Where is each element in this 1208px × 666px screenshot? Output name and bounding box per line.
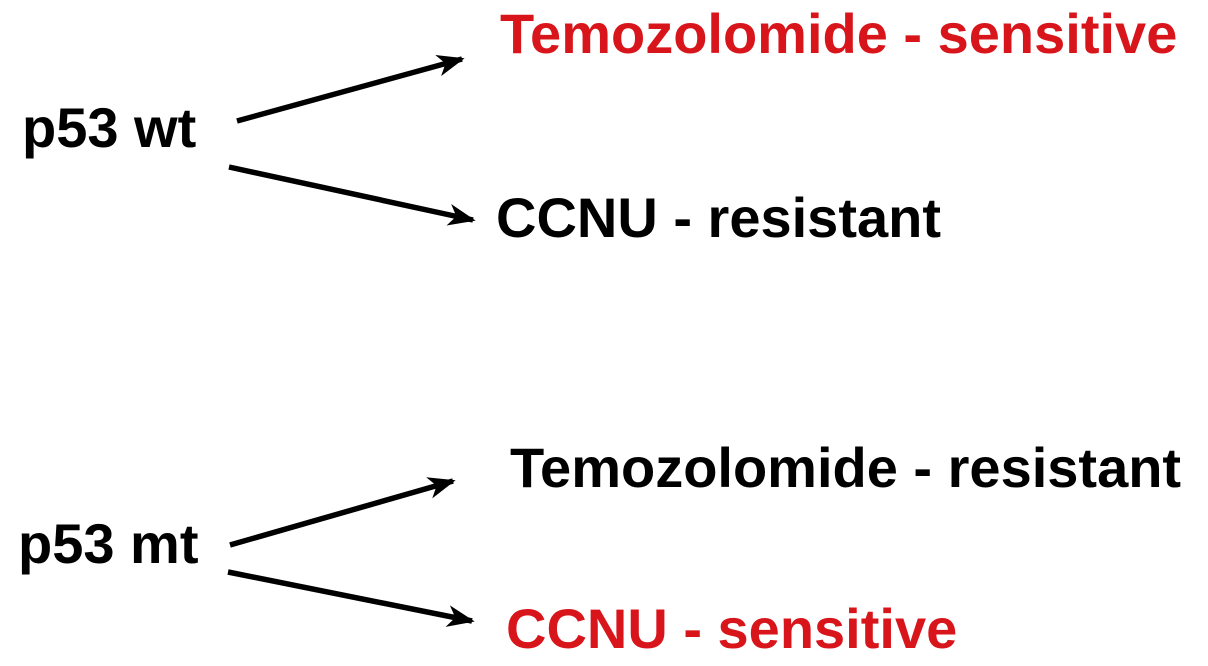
outcome-p53mt-temozolomide-resistant: Temozolomide - resistant bbox=[510, 436, 1182, 499]
node-p53-mutant: p53 mt bbox=[18, 512, 199, 575]
arrow-p53mt-to-ccnu-icon bbox=[227, 569, 475, 627]
arrow-p53wt-to-ccnu-icon bbox=[228, 164, 476, 226]
arrow-p53wt-to-temozolomide-icon bbox=[236, 54, 465, 124]
arrow-p53mt-to-temozolomide-icon bbox=[229, 477, 456, 548]
outcome-p53mt-ccnu-sensitive: CCNU - sensitive bbox=[506, 597, 958, 660]
outcome-p53wt-temozolomide-sensitive: Temozolomide - sensitive bbox=[500, 2, 1178, 65]
outcome-p53wt-ccnu-resistant: CCNU - resistant bbox=[496, 186, 941, 249]
node-p53-wildtype: p53 wt bbox=[22, 96, 197, 159]
